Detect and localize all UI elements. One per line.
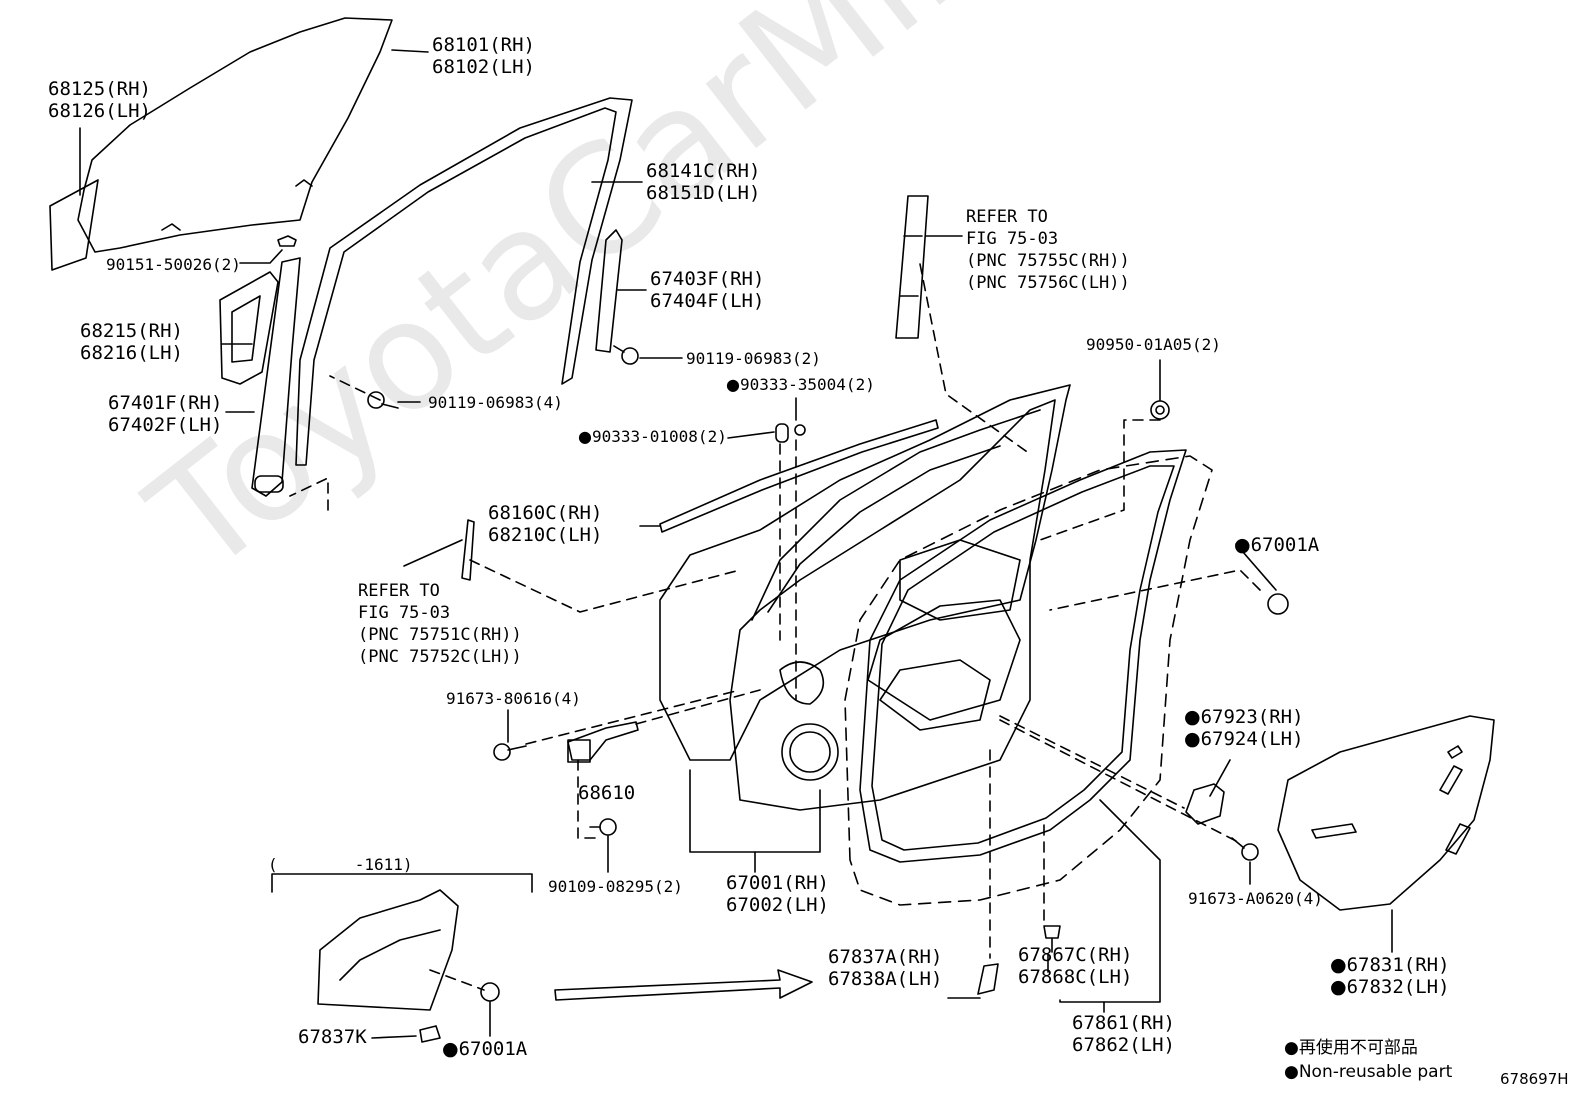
label-check-arm: 68610 — [578, 782, 636, 804]
part-no-lh: 68216(LH) — [80, 342, 183, 364]
part-no-rh: 68125(RH) — [48, 78, 151, 100]
refer-line: FIG 75-03 — [966, 229, 1059, 249]
part-no-lh: 68210C(LH) — [488, 524, 603, 546]
part-no-rh: 67403F(RH) — [650, 268, 765, 290]
refer-line: REFER TO — [966, 207, 1048, 227]
part-no-lh: 67404F(LH) — [650, 290, 765, 312]
label-plug-b: 90333-01008(2) — [578, 426, 727, 447]
glass-film-shape — [49, 179, 99, 271]
legend-line-en: Non-reusable part — [1284, 1060, 1452, 1084]
label-weatherstrip: 67861(RH) 67862(LH) — [1072, 1012, 1175, 1056]
rear-sash-shape — [595, 229, 623, 353]
belt-molding-shape — [659, 419, 939, 533]
cover-bracket-shape — [1185, 783, 1225, 825]
part-no-rh: 67837A(RH) — [828, 946, 943, 968]
label-cushion: 67837A(RH) 67838A(LH) — [828, 946, 942, 990]
part-no-lh: 67868C(LH) — [1018, 966, 1133, 988]
part-no-lh: 67862(LH) — [1072, 1034, 1175, 1056]
label-sash-bolt-lower: 90119-06983(4) — [428, 393, 563, 412]
label-plug-a: 90333-35004(2) — [726, 374, 875, 395]
label-front-corner: 68215(RH) 68216(LH) — [80, 320, 183, 364]
label-inset-cushion: 67837K — [298, 1026, 367, 1048]
refer-line: FIG 75-03 — [358, 603, 451, 623]
part-no-rh: 67923(RH) — [1184, 706, 1304, 728]
label-door-panel: 67001(RH) 67002(LH) — [726, 872, 829, 916]
part-no-rh: 67001(RH) — [726, 872, 829, 894]
label-sash-bolt-upper: 90119-06983(2) — [686, 349, 821, 368]
service-hole-cover-shape — [1277, 715, 1495, 911]
label-belt-molding: 68160C(RH) 68210C(LH) — [488, 502, 602, 546]
refer-note-rear: REFER TO FIG 75-03 (PNC 75755C(RH)) (PNC… — [966, 206, 1130, 294]
part-no-lh: 68151D(LH) — [646, 182, 761, 204]
label-glass-bolt: 90151-50026(2) — [106, 255, 241, 274]
part-no-rh: 67831(RH) — [1330, 954, 1450, 976]
front-corner-shape — [219, 271, 279, 385]
check-arm-shape — [567, 721, 639, 761]
dashed-guides — [289, 263, 1261, 991]
weatherstrip-dashed — [844, 455, 1213, 906]
part-no-rh: 68215(RH) — [80, 320, 183, 342]
bolts — [277, 235, 1259, 861]
figure-id: 678697H — [1500, 1070, 1569, 1088]
refer-line: REFER TO — [358, 581, 440, 601]
label-hinge-bolt: 91673-80616(4) — [446, 689, 581, 708]
label-window-glass: 68101(RH) 68102(LH) — [432, 34, 535, 78]
label-clip: 67867C(RH) 67868C(LH) — [1018, 944, 1132, 988]
refer-note-front: REFER TO FIG 75-03 (PNC 75751C(RH)) (PNC… — [358, 580, 522, 668]
refer-line: (PNC 75755C(RH)) — [966, 251, 1130, 271]
cushion-shape — [977, 963, 999, 995]
inset-arrow — [554, 969, 813, 1001]
label-cover-bolt: 91673-A0620(4) — [1188, 889, 1323, 908]
label-grommet: 90950-01A05(2) — [1086, 335, 1221, 354]
legend-line-jp: 再使用不可部品 — [1284, 1036, 1452, 1060]
clip-shape — [1043, 925, 1061, 953]
label-service-hole-cover: 67831(RH) 67832(LH) — [1330, 954, 1450, 998]
refer-line: (PNC 75751C(RH)) — [358, 625, 522, 645]
label-inset-range: ( -1611) — [268, 855, 413, 874]
part-no-rh: 68101(RH) — [432, 34, 535, 56]
part-no-rh: 67861(RH) — [1072, 1012, 1175, 1034]
door-skin-shape — [659, 384, 1071, 761]
part-no-lh: 68126(LH) — [48, 100, 151, 122]
label-inset-cap: 67001A — [442, 1038, 528, 1060]
label-check-bolt: 90109-08295(2) — [548, 877, 683, 896]
label-cap-right: 67001A — [1234, 534, 1320, 556]
door-inner-frame — [729, 399, 1056, 811]
label-cover: 67923(RH) 67924(LH) — [1184, 706, 1304, 750]
front-sash-shape — [251, 257, 301, 497]
pillar-garnish-rear — [895, 195, 929, 339]
part-no-lh: 67402F(LH) — [108, 414, 223, 436]
inset-drawing — [317, 889, 500, 1043]
refer-line: (PNC 75756C(LH)) — [966, 273, 1130, 293]
part-no-lh: 67832(LH) — [1330, 976, 1450, 998]
part-no-rh: 67401F(RH) — [108, 392, 223, 414]
window-glass-shape — [77, 17, 393, 253]
weatherstrip-shape — [859, 449, 1187, 863]
pillar-garnish-front — [461, 519, 475, 581]
part-no-rh: 68141C(RH) — [646, 160, 761, 182]
inset-bracket — [271, 873, 533, 893]
part-no-lh: 67002(LH) — [726, 894, 829, 916]
part-no-rh: 68160C(RH) — [488, 502, 603, 524]
part-no-lh: 67924(LH) — [1184, 728, 1304, 750]
label-glass-film: 68125(RH) 68126(LH) — [48, 78, 151, 122]
label-run-channel: 68141C(RH) 68151D(LH) — [646, 160, 760, 204]
label-rear-sash: 67403F(RH) 67404F(LH) — [650, 268, 764, 312]
legend: 再使用不可部品 Non-reusable part — [1284, 1036, 1452, 1084]
label-front-sash: 67401F(RH) 67402F(LH) — [108, 392, 222, 436]
part-no-lh: 67838A(LH) — [828, 968, 943, 990]
part-no-rh: 67867C(RH) — [1018, 944, 1133, 966]
run-channel-shape — [295, 97, 633, 466]
part-no-lh: 68102(LH) — [432, 56, 535, 78]
refer-line: (PNC 75752C(LH)) — [358, 647, 522, 667]
